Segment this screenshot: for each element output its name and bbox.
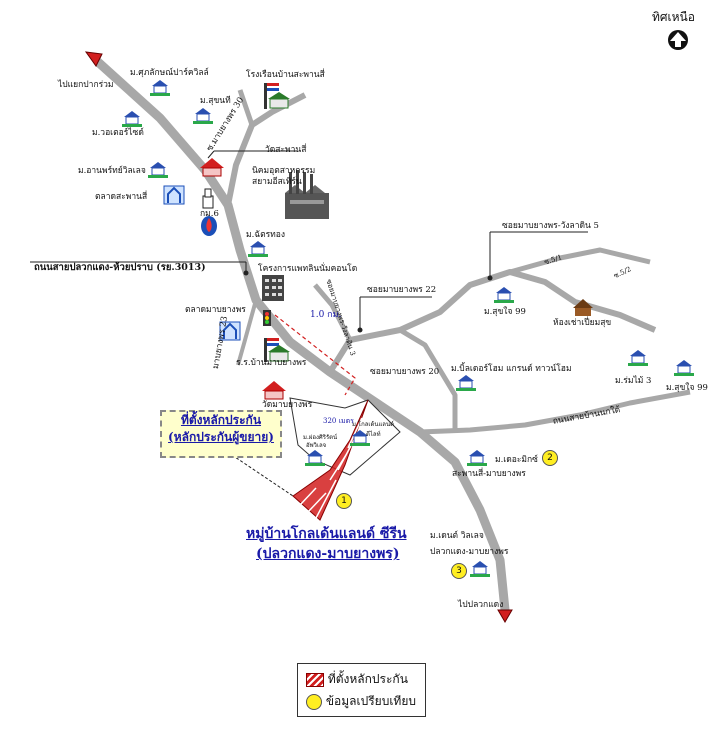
house-icon-m-dent xyxy=(470,561,490,577)
road-north-spur xyxy=(313,283,353,342)
label-m-dmix: ม.เดอะมิกซ์ xyxy=(495,455,538,465)
label-main-road: ถนนสายปลวกแดง-ห้วยปราบ (รย.3013) xyxy=(34,262,206,273)
label-school: ร.ร.บ้านมาบยางพร xyxy=(236,358,307,368)
label-km6: กม.6 xyxy=(200,209,219,219)
comparison-badge-3: 3 xyxy=(451,563,467,579)
label-industrial-2: สยามอีสเทิร์น xyxy=(252,177,302,187)
label-industrial: นิคมอุตสาหกรรม xyxy=(252,166,316,176)
callout-line-2: (หลักประกันผู้ขยาย) xyxy=(168,430,274,444)
label-rooms: ห้องเช่าเปี่ยมสุข xyxy=(553,318,612,328)
label-m-golden-small: ม.โกลเด้นแลนด์ xyxy=(352,421,394,428)
project-name-line-1: หมู่บ้านโกลเด้นแลนด์ ซีรีน xyxy=(246,526,407,542)
label-m-builder: ม.บิ้ลเดอร์โฮม แกรนด์ ทาวน์โฮม xyxy=(451,364,572,374)
label-condo: โครงการแพทลินนั่มคอนโด xyxy=(258,264,358,274)
collateral-callout: ที่ตั้งหลักประกัน (หลักประกันผู้ขยาย) xyxy=(160,410,282,458)
project-name-line-2: (ปลวกแดง-มาบยางพร) xyxy=(256,546,400,562)
legend-row-comparison: ข้อมูลเปรียบเทียบ xyxy=(306,692,416,711)
north-arrow-icon xyxy=(668,30,688,50)
label-rongruean: โรงเรือนบ้านสะพานสี่ xyxy=(246,70,325,80)
label-wat-sapansi: วัดสะพานสี่ xyxy=(265,145,307,155)
label-m-sukjai99a: ม.สุขใจ 99 xyxy=(484,307,526,317)
label-m-soksirin: ม.ผ่องศิริรัตน์ xyxy=(303,434,338,441)
road-noknoi xyxy=(419,389,691,435)
gas-station-icon xyxy=(201,216,217,236)
temple-icon-mab xyxy=(262,381,286,400)
road-soi5-branch xyxy=(509,247,651,275)
label-m-romphai: ม.ร่มไม้ 3 xyxy=(615,376,652,386)
label-wat-mab: วัดมาบยางพร xyxy=(262,400,313,410)
label-m-sukjai99b: ม.สุขใจ 99 xyxy=(666,383,708,393)
house-icon-m-suklak xyxy=(150,80,170,96)
comparison-badge-1: 1 xyxy=(336,493,352,509)
legend: ที่ตั้งหลักประกัน ข้อมูลเปรียบเทียบ xyxy=(297,663,426,717)
label-distance: 1.0 กม. xyxy=(310,310,342,320)
label-m-water: ม.วอเตอร์ไซด์ xyxy=(92,128,144,138)
legend-row-collateral: ที่ตั้งหลักประกัน xyxy=(306,670,408,689)
label-market-mab: ตลาดมาบยางพร xyxy=(185,305,246,315)
label-soi22: ซอยมาบยางพร 22 xyxy=(367,285,437,295)
house-icon-m-builder xyxy=(456,375,476,391)
label-soi5: ซอยมาบยางพร-วังลาดิน 5 xyxy=(502,221,599,231)
factory-icon xyxy=(285,170,329,219)
house-icon-m-soksirin xyxy=(305,450,325,466)
label-to-pakram: ไปแยกปากร่วม xyxy=(58,80,114,90)
pointer-wat-sapansi xyxy=(207,150,215,159)
road-soi20 xyxy=(398,327,458,430)
house-icon-m-water xyxy=(122,111,142,127)
legend-label-collateral: ที่ตั้งหลักประกัน xyxy=(327,672,408,686)
house-icon-m-sukjai99a xyxy=(494,287,514,303)
traffic-light-icon xyxy=(263,310,271,326)
condo-building-icon xyxy=(262,275,284,301)
school-icon-mab xyxy=(264,338,290,362)
market-icon-mab xyxy=(219,321,241,341)
label-m-chatthong: ม.ฉัตรทอง xyxy=(246,230,286,240)
school-icon-rongruean xyxy=(264,83,290,109)
house-icon-m-sukjai99b xyxy=(674,360,694,376)
km-marker-icon xyxy=(202,188,214,209)
collateral-area xyxy=(292,399,369,521)
legend-label-comparison: ข้อมูลเปรียบเทียบ xyxy=(325,694,416,708)
arrow-south-end xyxy=(497,609,513,623)
house-icon-m-romphai xyxy=(628,350,648,366)
temple-icon-sapansi xyxy=(200,158,224,177)
market-icon-sapansi xyxy=(163,185,185,205)
label-m-suksan: ม.สุขนที xyxy=(200,96,231,106)
house-icon-m-dmix xyxy=(467,450,487,466)
road-soi30-left xyxy=(237,89,255,126)
label-m-golden-small-2: ดีไลท์ xyxy=(366,431,381,438)
arrow-north-end xyxy=(84,51,103,67)
label-m-dent: ม.เดนต์ วิลเลจ xyxy=(430,531,484,541)
north-label: ทิศเหนือ xyxy=(652,10,695,24)
village-icons xyxy=(122,80,694,577)
comparison-badge-2: 2 xyxy=(542,450,558,466)
house-icon-m-golden-small xyxy=(350,430,370,446)
house-icon-m-chatthong xyxy=(248,241,268,257)
road-soi23 xyxy=(236,299,258,366)
label-soi20: ซอยมาบยางพร 20 xyxy=(370,367,440,377)
label-m-anup: ม.อานพร์ทย์วิลเลจ xyxy=(78,166,146,176)
label-m-suklak: ม.ศุภลักษณ์ปาร์ควิลล์ xyxy=(130,68,209,78)
label-distance-320: 320 เมตร xyxy=(323,417,354,425)
house-icon-m-suksan xyxy=(193,108,213,124)
callout-leader xyxy=(231,454,294,497)
label-sapan-mab: สะพานสี่-มาบยางพร xyxy=(452,469,526,479)
legend-swatch-collateral xyxy=(306,672,324,687)
label-market-sapansi: ตลาดสะพานสี่ xyxy=(95,192,148,202)
legend-swatch-comparison xyxy=(306,693,322,710)
callout-line-1: ที่ตั้งหลักประกัน xyxy=(180,413,262,427)
house-icon-m-anup xyxy=(148,162,168,178)
label-m-soksirin-2: อัพวิเลจ xyxy=(306,442,327,449)
label-pluak-mab: ปลวกแดง-มาบยางพร xyxy=(430,547,509,557)
distance-line xyxy=(274,314,356,396)
rental-house-icon xyxy=(573,299,593,316)
label-to-pluakdaeng: ไปปลวกแดง xyxy=(458,600,504,610)
